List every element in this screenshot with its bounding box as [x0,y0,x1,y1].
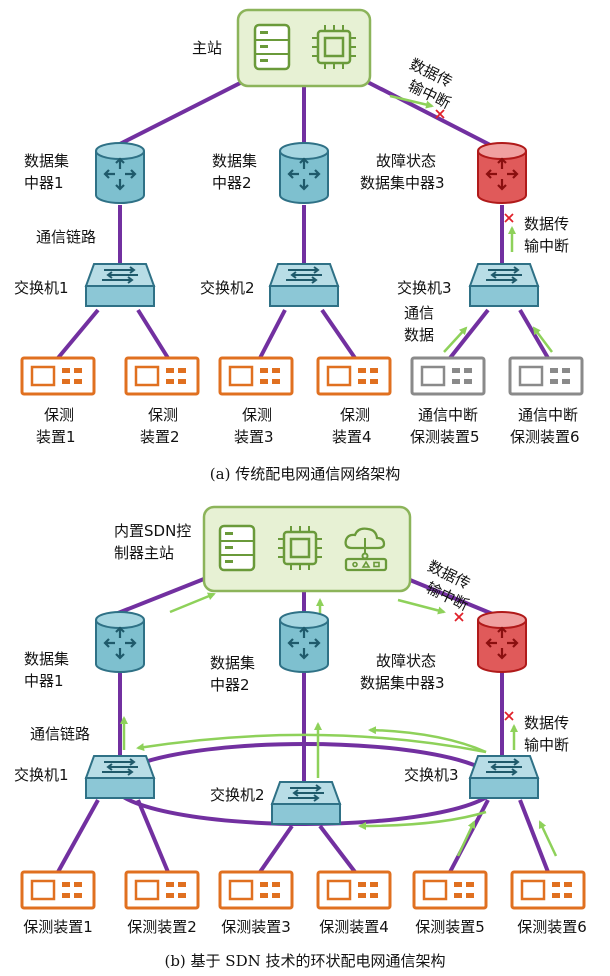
fault-concentrator-3-icon [476,141,528,205]
device2-label-b: 保测装置2 [127,918,197,936]
comm-data-label-line2: 数据 [404,326,434,344]
hub1-label-line2: 中器1 [24,174,64,192]
switch-2-icon [271,781,341,825]
link-label-b: 通信链路 [30,725,90,743]
hub3-label-b-line1: 故障状态 [376,652,436,670]
sdn-main-station [202,505,412,593]
hub2-label-line2: 中器2 [212,174,252,192]
hub1-label-b-line1: 数据集 [24,650,69,668]
device3-label-line1: 保测 [242,406,272,424]
device6-label-line2: 保测装置6 [510,428,580,446]
hub2-label-line1: 数据集 [212,152,257,170]
diagram-a: 主站 数据传 输中断 数据集 中器1 数据集 中器2 故障状态 数据集中器3 数… [14,8,584,483]
device1-label-line2: 装置1 [36,428,76,446]
data-flow-arrow [532,326,553,353]
device4-label-line1: 保测 [340,406,370,424]
data-flow-arrow [358,810,487,830]
protection-device-2-icon [124,870,200,910]
break-x-icon [504,213,514,223]
device4-label-b: 保测装置4 [319,918,389,936]
comm-data-label-line1: 通信 [404,304,434,322]
switch1-label-a: 交换机1 [14,279,69,297]
device4-label-line2: 装置4 [332,428,372,446]
data-flow-arrow [443,326,468,353]
mid-break-label-b-line1: 数据传 [524,714,569,732]
protection-device-1-icon [20,356,96,396]
switch1-label-b: 交换机1 [14,766,69,784]
device2-label-line1: 保测 [148,406,178,424]
break-x-icon [504,711,514,721]
break-x-icon [454,612,464,622]
protection-device-1-icon [20,870,96,910]
data-concentrator-2-icon [278,610,330,674]
protection-device-6-icon [508,356,584,396]
data-concentrator-1-icon [94,141,146,205]
protection-device-3-icon [218,356,294,396]
mid-break-label-line1: 数据传 [524,215,569,233]
data-flow-arrow [389,94,434,109]
device1-label-line1: 保测 [44,406,74,424]
links-a [56,70,550,360]
caption-b: (b) 基于 SDN 技术的环状配电网通信架构 [164,952,445,970]
data-flow-arrow [136,733,487,754]
device3-label-b: 保测装置3 [221,918,291,936]
diagram-b: 内置SDN控 制器主站 数据传 输中断 数据集 中器1 数据集 中器2 故障状态… [14,505,587,970]
hub3-label-b-line2: 数据集中器3 [360,674,445,692]
data-flow-arrow [368,726,487,754]
device5-label-b: 保测装置5 [415,918,485,936]
device1-label-b: 保测装置1 [23,918,93,936]
break-x-icon [435,109,445,119]
protection-device-5-icon [412,870,488,910]
switch-2-icon [269,263,339,307]
data-flow-arrow [397,598,446,615]
switch-1-icon [85,263,155,307]
device2-label-line2: 装置2 [140,428,180,446]
hub1-label-b-line2: 中器1 [24,672,64,690]
device6-label-line1: 通信中断 [518,406,578,424]
hub3-label-line2: 数据集中器3 [360,174,445,192]
protection-device-4-icon [316,870,392,910]
mid-break-label-b-line2: 输中断 [524,736,569,754]
switch3-label-b: 交换机3 [404,766,459,784]
mid-break-label-line2: 输中断 [524,237,569,255]
protection-device-6-icon [510,870,586,910]
data-concentrator-1-icon [94,610,146,674]
switch-3-icon [469,755,539,799]
link-label-a: 通信链路 [36,228,96,246]
switch2-label-b: 交换机2 [210,786,265,804]
main-station-a [236,8,372,88]
data-flow-arrow [538,820,558,857]
switch-1-icon [85,755,155,799]
protection-device-2-icon [124,356,200,396]
protection-device-4-icon [316,356,392,396]
protection-device-3-icon [218,870,294,910]
device6-label-b: 保测装置6 [517,918,587,936]
fault-concentrator-3-icon [476,610,528,674]
device5-label-line2: 保测装置5 [410,428,480,446]
data-flow-arrow [169,592,216,614]
switch-3-icon [469,263,539,307]
protection-device-5-icon [410,356,486,396]
station-label-b-line1: 内置SDN控 [114,522,191,540]
station-label-b-line2: 制器主站 [114,544,174,562]
caption-a: (a) 传统配电网通信网络架构 [210,465,400,483]
hub2-label-b-line2: 中器2 [210,676,250,694]
data-flow-arrow [456,820,476,857]
hub1-label-line1: 数据集 [24,152,69,170]
hub2-label-b-line1: 数据集 [210,654,255,672]
device3-label-line2: 装置3 [234,428,274,446]
switch2-label-a: 交换机2 [200,279,255,297]
hub3-label-line1: 故障状态 [376,152,436,170]
station-label-a: 主站 [192,39,222,57]
device5-label-line1: 通信中断 [418,406,478,424]
data-concentrator-2-icon [278,141,330,205]
switch3-label-a: 交换机3 [397,279,452,297]
